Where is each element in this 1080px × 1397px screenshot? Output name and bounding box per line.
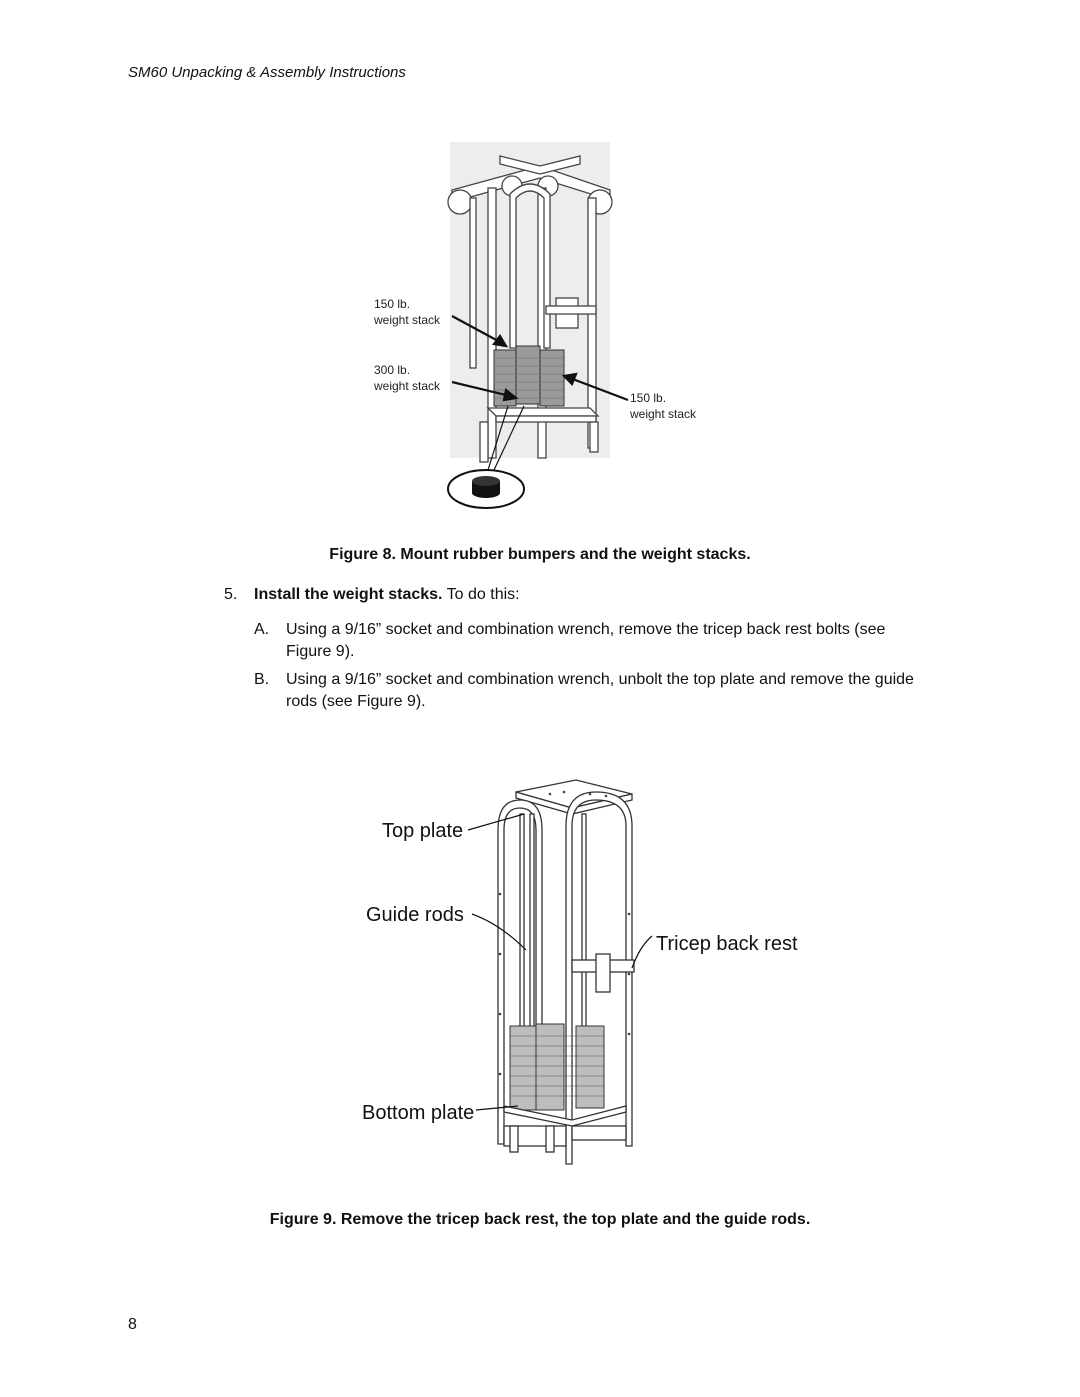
label-150lb-right-line1: 150 lb. [630,391,666,405]
figure-9-illustration: Top plate Guide rods Tricep back rest Bo… [350,774,820,1170]
step-number: 5. [224,586,238,603]
label-300lb-line2: weight stack [373,379,441,393]
substep-b: B. Using a 9/16” socket and combination … [254,669,914,713]
label-guide-rods: Guide rods [366,904,464,926]
substep-letter: A. [254,621,270,638]
label-150lb-right-line2: weight stack [629,407,697,421]
label-150lb-top-line2: weight stack [373,313,441,327]
step-5: 5. Install the weight stacks. To do this: [224,586,520,604]
page-number: 8 [128,1316,137,1333]
running-header: SM60 Unpacking & Assembly Instructions [128,64,406,81]
label-bottom-plate: Bottom plate [362,1102,474,1124]
substep-text: Using a 9/16” socket and combination wre… [286,621,886,660]
substep-a: A. Using a 9/16” socket and combination … [254,619,914,663]
label-tricep-back-rest: Tricep back rest [656,933,798,955]
substep-text: Using a 9/16” socket and combination wre… [286,671,914,710]
substep-letter: B. [254,671,270,688]
figure-8-illustration: 150 lb. weight stack 300 lb. weight stac… [360,138,720,518]
label-300lb-line1: 300 lb. [374,363,410,377]
step-intro: To do this: [442,586,520,603]
label-top-plate: Top plate [382,820,463,842]
step-title: Install the weight stacks. [254,586,443,603]
label-150lb-top-line1: 150 lb. [374,297,410,311]
figure-9-caption: Figure 9. Remove the tricep back rest, t… [269,1211,811,1228]
figure-8-caption: Figure 8. Mount rubber bumpers and the w… [329,546,751,563]
